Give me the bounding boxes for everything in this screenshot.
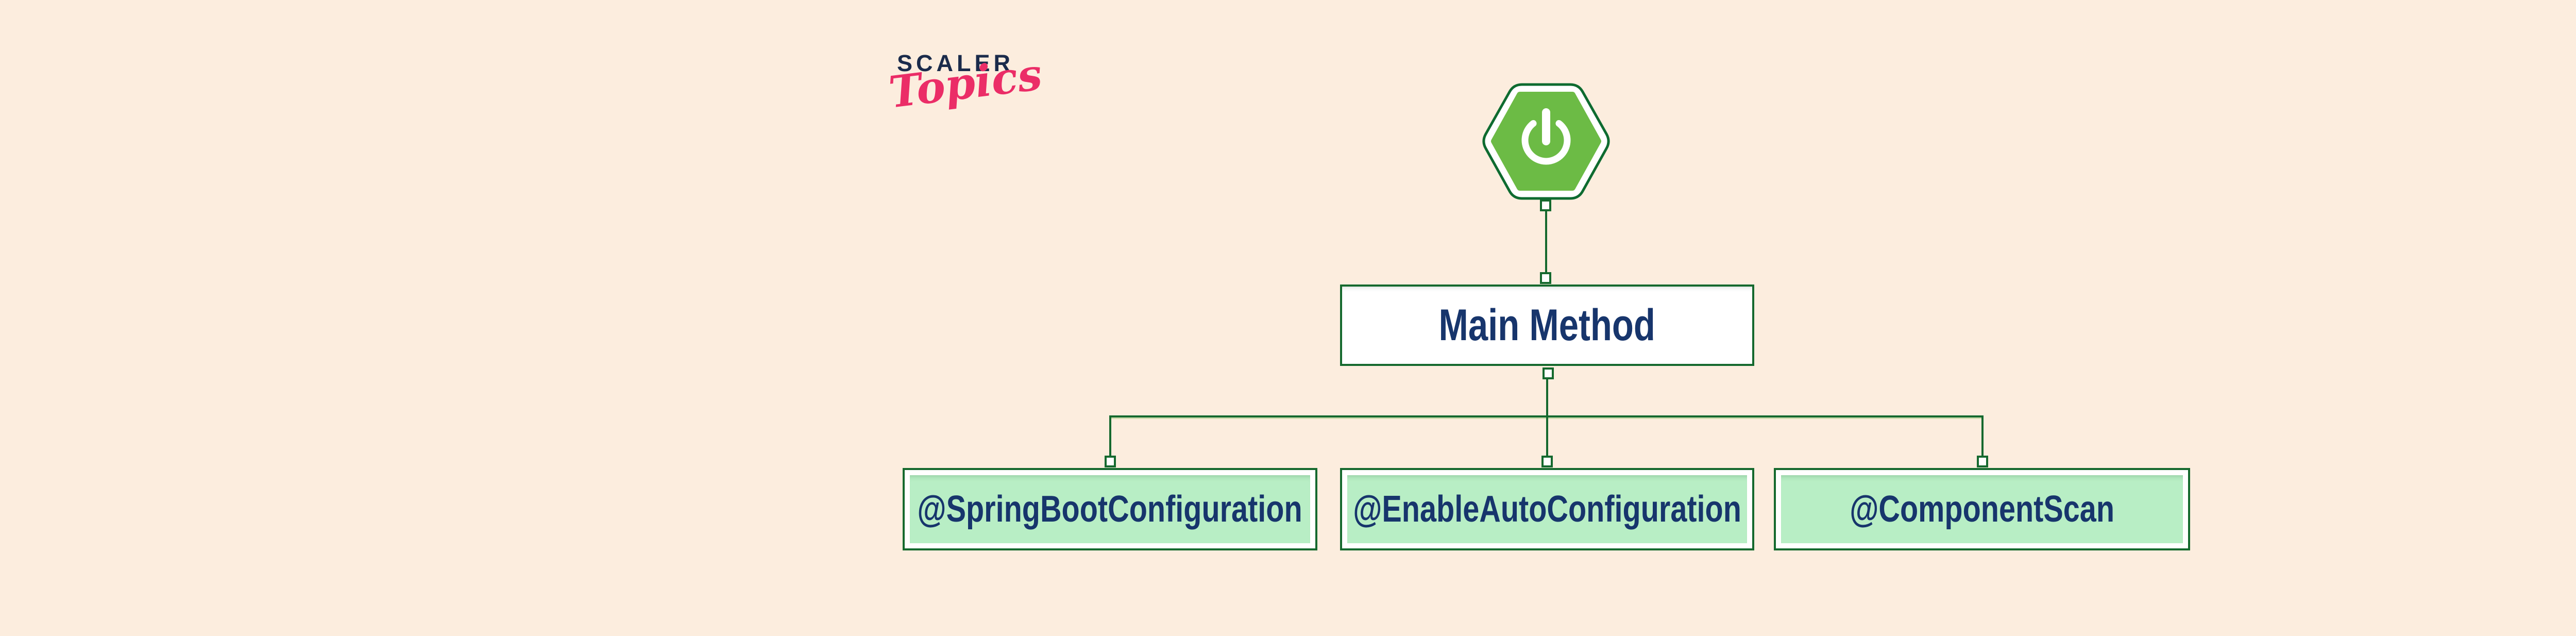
junction-node (1541, 456, 1553, 467)
enable-auto-configuration-label: @EnableAutoConfiguration (1353, 489, 1741, 530)
connector-line-main-to-branch (1546, 378, 1548, 417)
main-method-label: Main Method (1438, 300, 1656, 350)
component-scan-label: @ComponentScan (1850, 489, 2114, 530)
junction-node (1540, 199, 1551, 211)
connector-line-logo-to-main (1545, 210, 1547, 274)
junction-node (1540, 272, 1551, 284)
power-icon-ring (1521, 120, 1571, 165)
scaler-wordmark: SCALER (897, 50, 1014, 76)
main-method-box: Main Method (1340, 284, 1754, 366)
mint-fill: @EnableAutoConfiguration (1347, 475, 1747, 543)
power-icon-bar (1542, 108, 1550, 145)
mint-fill: @ComponentScan (1781, 475, 2183, 543)
junction-node (1543, 367, 1554, 379)
spring-boot-logo-icon (1482, 83, 1610, 200)
junction-node (1105, 456, 1116, 467)
connector-drop-middle (1546, 415, 1548, 458)
spring-boot-configuration-box: @SpringBootConfiguration (903, 468, 1317, 550)
connector-drop-right (1981, 415, 1984, 458)
component-scan-box: @ComponentScan (1774, 468, 2190, 550)
spring-boot-configuration-label: @SpringBootConfiguration (917, 489, 1303, 530)
junction-node (1977, 456, 1988, 467)
mint-fill: @SpringBootConfiguration (910, 475, 1310, 543)
connector-drop-left (1109, 415, 1111, 458)
enable-auto-configuration-box: @EnableAutoConfiguration (1340, 468, 1754, 550)
